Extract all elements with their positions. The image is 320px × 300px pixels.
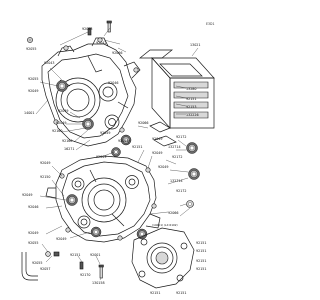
label-92055-d: 92055 bbox=[32, 261, 43, 265]
hose-clamp bbox=[45, 251, 60, 257]
label-16271: 16271 bbox=[64, 147, 75, 151]
part-labels: 92055 92043 92042 92066 13021 92043 9205… bbox=[22, 27, 207, 295]
bearing-mid bbox=[111, 147, 121, 157]
label-132714-b: 132714 bbox=[170, 179, 183, 183]
label-13021: 13021 bbox=[190, 43, 201, 47]
diagram-ref-code: E3D1 bbox=[206, 22, 215, 26]
label-92049-d: 92049 bbox=[100, 131, 111, 135]
label-92151-f: 92151 bbox=[196, 259, 207, 263]
lower-crankcase-half bbox=[45, 155, 161, 243]
label-92151-a: 92151 bbox=[186, 97, 197, 101]
inset-crankcase-view: (14001) (LX 6102) bbox=[131, 223, 195, 289]
label-92151-h: 92151 bbox=[150, 291, 161, 295]
label-92151-c: 92151 bbox=[70, 253, 81, 257]
dowel-pin-bottom bbox=[79, 261, 84, 270]
label-92055-b: 92055 bbox=[28, 77, 39, 81]
bearing-lower-center bbox=[90, 226, 102, 238]
label-92151-d: 92151 bbox=[196, 241, 207, 245]
dowel-pin-top bbox=[87, 27, 92, 36]
label-92160-a: 92160 bbox=[52, 129, 63, 133]
label-92001: 92001 bbox=[90, 253, 101, 257]
label-92049-c: 92049 bbox=[56, 121, 67, 125]
label-92066-a: 92066 bbox=[112, 51, 123, 55]
label-92172-b: 92172 bbox=[172, 155, 183, 159]
label-130158: 130158 bbox=[92, 281, 105, 285]
label-132714-a: 132714 bbox=[168, 145, 181, 149]
reed-valve-assembly bbox=[139, 49, 215, 129]
label-92042: 92042 bbox=[96, 41, 107, 45]
label-92151-i: 92151 bbox=[176, 291, 187, 295]
label-92049-m: 92049 bbox=[56, 237, 67, 241]
label-132226: 132226 bbox=[186, 113, 199, 117]
upper-crankcase-half bbox=[41, 37, 141, 147]
bearing-right-stack-1 bbox=[186, 142, 198, 154]
component-stack-right bbox=[149, 121, 177, 147]
inset-caption: (14001) (LX 6102) bbox=[152, 223, 178, 227]
label-92049-b: 92049 bbox=[58, 109, 69, 113]
label-92049-l: 92049 bbox=[28, 231, 39, 235]
washer-left-top bbox=[27, 37, 33, 43]
label-92055-c: 92055 bbox=[28, 241, 39, 245]
label-92057: 92057 bbox=[40, 267, 51, 271]
label-92151-e: 92151 bbox=[196, 249, 207, 253]
bearing-lower-left bbox=[66, 194, 78, 206]
label-92172-c: 92172 bbox=[176, 189, 187, 193]
breather-hose bbox=[21, 252, 38, 281]
label-92049-a: 92049 bbox=[28, 89, 39, 93]
label-92066-b: 92066 bbox=[138, 121, 149, 125]
bolt-bottom bbox=[98, 264, 104, 279]
label-92049-i: 92049 bbox=[158, 165, 169, 169]
label-92049-e: 92049 bbox=[118, 139, 129, 143]
label-92049-g: 92049 bbox=[152, 137, 163, 141]
bolt-top-right bbox=[106, 20, 112, 33]
label-92160-b: 92160 bbox=[62, 139, 73, 143]
label-92055-a: 92055 bbox=[26, 47, 37, 51]
bearing-lower-right bbox=[136, 228, 148, 240]
label-92046-a: 92046 bbox=[108, 81, 119, 85]
label-92172-a: 92172 bbox=[176, 135, 187, 139]
label-13280: 13280 bbox=[186, 87, 197, 91]
label-92170: 92170 bbox=[80, 273, 91, 277]
label-92043-a: 92043 bbox=[82, 27, 93, 31]
label-92043-b: 92043 bbox=[44, 61, 55, 65]
leader-lines bbox=[35, 27, 199, 281]
label-92150: 92150 bbox=[40, 175, 51, 179]
label-92151-g: 92151 bbox=[196, 267, 207, 271]
label-92049-h: 92049 bbox=[152, 151, 163, 155]
label-92046-b: 92046 bbox=[28, 205, 39, 209]
bearing-right-stack-2 bbox=[188, 168, 200, 180]
bearing-left-upper bbox=[56, 80, 68, 92]
label-92066-c: 92066 bbox=[168, 211, 179, 215]
label-14001: 14001 bbox=[24, 111, 35, 115]
crankcase-exploded-diagram: E3D1 bbox=[21, 20, 215, 295]
label-92049-k: 92049 bbox=[22, 193, 33, 197]
label-92151-b: 92151 bbox=[132, 145, 143, 149]
label-92153: 92153 bbox=[186, 105, 197, 109]
bearing-right-upper bbox=[120, 134, 132, 146]
label-92049-j: 92049 bbox=[40, 161, 51, 165]
bearing-center-upper bbox=[82, 118, 94, 130]
oil-seal-right bbox=[186, 200, 194, 208]
label-92049-f: 92049 bbox=[96, 155, 107, 159]
